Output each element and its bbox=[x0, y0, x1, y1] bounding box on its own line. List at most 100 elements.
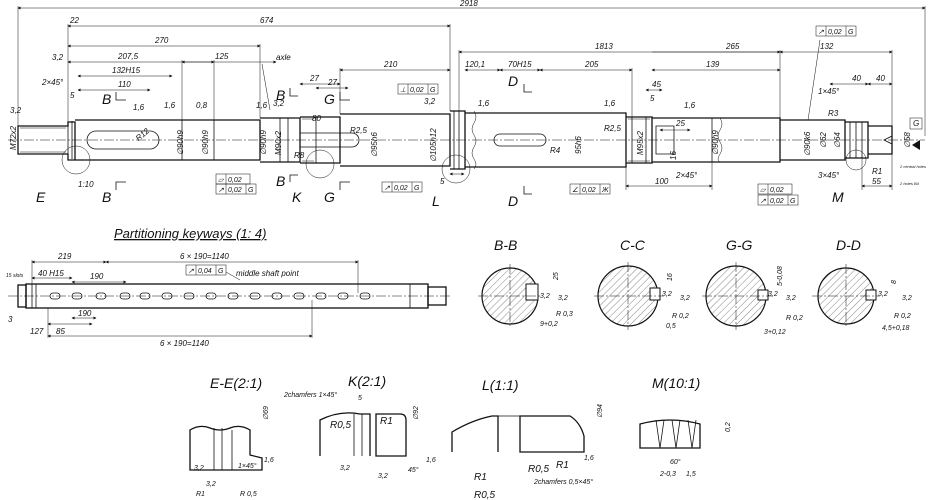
svg-text:3,2: 3,2 bbox=[768, 291, 778, 298]
svg-text:∅94: ∅94 bbox=[597, 404, 604, 418]
svg-text:▱: ▱ bbox=[218, 177, 225, 184]
svg-text:0,2: 0,2 bbox=[725, 422, 732, 432]
label-m90x2: M90x2 bbox=[274, 130, 283, 155]
svg-text:3,2: 3,2 bbox=[378, 473, 388, 480]
svg-text:3,2: 3,2 bbox=[340, 465, 350, 472]
svg-text:0,02: 0,02 bbox=[770, 187, 784, 194]
dim-270: 270 bbox=[154, 36, 169, 45]
label-d58: ∅58 bbox=[903, 132, 912, 148]
view-b-bot: B bbox=[102, 189, 111, 205]
svg-text:∅92: ∅92 bbox=[413, 406, 420, 420]
detail-l-title: L(1:1) bbox=[482, 377, 519, 393]
svg-text:∠: ∠ bbox=[572, 186, 578, 194]
dim-40b: 40 bbox=[876, 74, 885, 83]
dim-5c: 5 bbox=[440, 177, 445, 186]
partition-127: 127 bbox=[30, 327, 44, 336]
dim-45: 45 bbox=[652, 80, 661, 89]
svg-text:R 0,2: R 0,2 bbox=[894, 313, 911, 320]
dim-5b: 5 bbox=[650, 94, 655, 103]
section-cc: C-C 16 3,2 3,2 R 0,2 0,5 bbox=[594, 237, 690, 330]
view-b-top: B bbox=[102, 91, 111, 107]
svg-text:0,02: 0,02 bbox=[828, 29, 842, 36]
label-d90h9d: ∅90h9 bbox=[711, 130, 720, 155]
dim-110: 110 bbox=[118, 80, 131, 89]
svg-text:0,02: 0,02 bbox=[770, 198, 784, 205]
svg-text:16: 16 bbox=[667, 273, 674, 281]
label-rough32b: 3,2 bbox=[424, 97, 436, 106]
label-rough08: 0,8 bbox=[196, 101, 208, 110]
svg-text:↗: ↗ bbox=[760, 198, 766, 205]
dim-2x45b: 2×45° bbox=[675, 171, 698, 180]
svg-text:R0,5: R0,5 bbox=[474, 490, 496, 500]
dim-27b: 27 bbox=[327, 78, 337, 87]
dim-1813: 1813 bbox=[595, 42, 613, 51]
label-r4: R4 bbox=[550, 146, 561, 155]
svg-text:G: G bbox=[430, 87, 436, 94]
partition-title: Partitioning keyways (1: 4) bbox=[114, 226, 266, 241]
label-axle: axle bbox=[276, 53, 291, 62]
label-d90h9a: ∅90h9 bbox=[176, 130, 185, 155]
svg-text:25: 25 bbox=[553, 272, 560, 281]
svg-text:4,5+0,18: 4,5+0,18 bbox=[882, 325, 910, 332]
label-r8: R8 bbox=[294, 151, 305, 160]
svg-text:3,2: 3,2 bbox=[558, 295, 568, 302]
svg-text:1,6: 1,6 bbox=[426, 457, 436, 464]
dim-overall: 2918 bbox=[459, 0, 478, 8]
dim-5a: 5 bbox=[70, 91, 75, 100]
partition-190b: 190 bbox=[78, 309, 92, 318]
dim-125: 125 bbox=[215, 52, 229, 61]
dim-2x45: 2×45° bbox=[41, 78, 64, 87]
svg-text:3,2: 3,2 bbox=[540, 293, 550, 300]
svg-text:0,04: 0,04 bbox=[198, 268, 212, 275]
svg-text:2chamfers 0,5×45°: 2chamfers 0,5×45° bbox=[533, 478, 593, 486]
svg-text:3,2: 3,2 bbox=[662, 291, 672, 298]
detail-e-circle bbox=[61, 145, 91, 175]
svg-text:↗: ↗ bbox=[384, 185, 390, 192]
dim-3x45: 3×45° bbox=[818, 171, 840, 180]
label-d62: ∅62 bbox=[819, 132, 828, 148]
svg-text:3,2: 3,2 bbox=[194, 465, 204, 472]
svg-text:R0,5: R0,5 bbox=[528, 464, 550, 475]
dim-27a: 27 bbox=[309, 74, 319, 83]
label-r2-5a: R2,5 bbox=[350, 126, 367, 135]
label-r3: R3 bbox=[828, 109, 839, 118]
dim-132h15: 132H15 bbox=[112, 66, 141, 75]
section-dd-title: D-D bbox=[836, 237, 861, 253]
dim-16: 16 bbox=[669, 151, 678, 160]
svg-text:R1: R1 bbox=[380, 416, 393, 427]
svg-text:G: G bbox=[248, 187, 254, 194]
partition-d3: 3 bbox=[8, 315, 13, 324]
dim-120-1: 120,1 bbox=[465, 60, 485, 69]
keyway-d bbox=[493, 133, 547, 147]
view-g-bot: G bbox=[324, 189, 335, 205]
label-m95x2: M95x2 bbox=[636, 130, 645, 155]
svg-text:0,02: 0,02 bbox=[582, 187, 596, 194]
section-gg: G-G 5-0,08 3,2 3,2 R 0,2 3+0,12 bbox=[702, 237, 803, 336]
svg-text:R1: R1 bbox=[474, 472, 487, 483]
dim-207-5: 207,5 bbox=[117, 52, 139, 61]
main-dimension-lines bbox=[17, 6, 926, 190]
section-dd: D-D 8 3,2 3,2 R 0,2 4,5+0,18 bbox=[812, 237, 912, 332]
label-taper: 1:10 bbox=[78, 180, 94, 189]
svg-text:R 0,2: R 0,2 bbox=[786, 315, 803, 322]
dim-25: 25 bbox=[675, 119, 685, 128]
detail-m-circle bbox=[845, 149, 867, 171]
view-b2-top: B bbox=[276, 87, 285, 103]
label-d105h12: ∅105h12 bbox=[429, 128, 438, 162]
svg-text:▱: ▱ bbox=[760, 187, 767, 194]
svg-text:↗: ↗ bbox=[188, 268, 194, 275]
section-bb-title: B-B bbox=[494, 237, 517, 253]
svg-text:9+0,2: 9+0,2 bbox=[540, 321, 558, 328]
view-g-top: G bbox=[324, 91, 335, 107]
svg-text:3,2: 3,2 bbox=[680, 295, 690, 302]
label-d95h6a: ∅95h6 bbox=[370, 132, 379, 157]
label-center-holes: 2 central holes bbox=[899, 164, 926, 169]
svg-text:60°: 60° bbox=[670, 458, 681, 466]
label-rough32c: 3,2 bbox=[10, 106, 22, 115]
svg-text:3,2: 3,2 bbox=[878, 291, 888, 298]
label-holes-b: 2 holes B4 bbox=[899, 181, 920, 186]
label-d64: ∅64 bbox=[833, 132, 842, 148]
svg-text:R 0,2: R 0,2 bbox=[672, 313, 689, 320]
view-e: E bbox=[36, 189, 46, 205]
view-m: M bbox=[832, 189, 844, 205]
